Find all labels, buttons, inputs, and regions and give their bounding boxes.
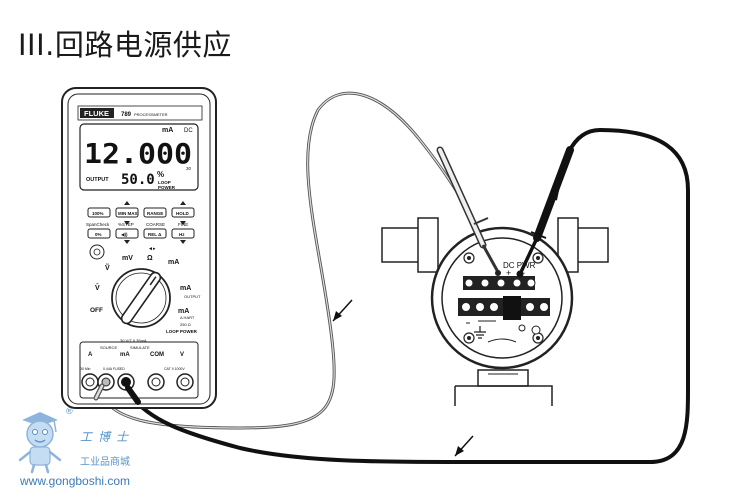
rotary-selector-dial[interactable] — [111, 268, 171, 328]
button-row-1: 100% MIN MAX RANGE HOLD — [87, 201, 195, 225]
dial-diode: ◄▸ — [148, 246, 156, 252]
test-lead-black — [128, 127, 691, 464]
label-coarse: COARSE — [146, 222, 165, 227]
dial-v-ac: Ṽ — [105, 263, 110, 272]
probe-red — [436, 146, 501, 276]
dial-ma-top: mA — [168, 259, 179, 266]
main-reading: 12.000 — [84, 137, 192, 170]
button-0-percent[interactable] — [87, 228, 111, 239]
current-arrow-red — [332, 299, 353, 322]
watermark-mascot-icon — [18, 412, 62, 474]
jack-rating: 30 V/T 0.35mA — [120, 338, 147, 343]
dial-ohm: Ω — [147, 255, 153, 262]
svg-text:MIN MAX: MIN MAX — [118, 211, 138, 216]
svg-text:HOLD: HOLD — [176, 211, 189, 216]
brand-logo: FLUKE — [84, 109, 109, 118]
power-label: POWER — [158, 185, 176, 190]
transmitter: DC PWR + − — [381, 217, 609, 406]
svg-text:◀)): ◀)) — [121, 232, 128, 237]
svg-text:0%: 0% — [95, 232, 102, 237]
watermark-brand: 工博士 — [80, 430, 135, 444]
jack-v[interactable] — [147, 373, 165, 391]
secondary-unit: % — [157, 170, 164, 179]
dial-v-dc: V̄ — [95, 283, 100, 292]
dial-off: OFF — [90, 307, 103, 314]
plus-label: + — [506, 268, 511, 278]
button-hold[interactable] — [171, 207, 195, 218]
model-number: 789 — [121, 112, 132, 118]
button-min-max[interactable] — [115, 207, 139, 218]
range-indicator: 30 — [186, 166, 192, 171]
dial-loop-power: LOOP POWER — [166, 329, 198, 334]
dial-250: 250 Ω — [180, 322, 191, 327]
source-label: SOURCE — [100, 345, 117, 350]
watermark-registered: ® — [66, 406, 73, 416]
dial-ma-right: mA — [180, 285, 191, 292]
svg-text:RANGE: RANGE — [147, 211, 163, 216]
loop-label: LOOP — [158, 180, 171, 185]
jack-v-label: V — [180, 352, 184, 358]
model-sub: PROCESSMETER — [134, 112, 168, 117]
watermark-subtitle: 工业品商城 — [80, 457, 130, 468]
current-arrow-black — [454, 435, 474, 457]
jack-a-label: A — [88, 352, 93, 358]
backlight-icon[interactable] — [89, 244, 105, 260]
multimeter: FLUKE 789 PROCESSMETER 12.000 mA DC 30 O… — [61, 87, 217, 409]
label-percent-step: %STEP — [118, 222, 134, 227]
jack-v-plus[interactable] — [176, 373, 194, 391]
secondary-reading: 50.0 — [121, 172, 155, 188]
amp-spec: 30 Min — [80, 367, 91, 371]
button-rel[interactable] — [143, 228, 167, 239]
cat-label: CAT II 1000V — [164, 367, 185, 371]
button-hz[interactable] — [171, 228, 195, 239]
probe-black — [516, 146, 574, 278]
simulate-label: SIMULATE — [130, 345, 150, 350]
terminal-plus — [496, 278, 506, 288]
dc-pwr-label: DC PWR — [503, 261, 536, 270]
label-fine: FINE — [178, 222, 188, 227]
jack-ma-label: mA — [120, 352, 130, 358]
button-beeper[interactable] — [115, 228, 139, 239]
svg-text:Hz: Hz — [179, 232, 185, 237]
watermark-url: www.gongboshi.com — [20, 474, 131, 488]
lcd-display — [79, 123, 199, 191]
svg-text:100%: 100% — [92, 211, 104, 216]
jack-a[interactable] — [81, 373, 99, 391]
button-row-2: 0% ◀)) REL Δ Hz — [87, 228, 195, 244]
button-range[interactable] — [143, 207, 167, 218]
dc-indicator: DC — [184, 128, 193, 134]
label-spancheck: SpanCheck — [86, 222, 110, 227]
button-100-percent[interactable] — [87, 207, 111, 218]
terminal-minus — [512, 278, 522, 288]
dial-mv: mV — [122, 255, 133, 262]
dial-output: OUTPUT — [184, 294, 201, 299]
svg-text:REL Δ: REL Δ — [148, 232, 162, 237]
fused-label: 0.44A FUSED — [103, 367, 125, 371]
page-title: III.回路电源供应 — [18, 28, 232, 62]
output-label: OUTPUT — [86, 177, 109, 183]
jack-com-label: COM — [150, 352, 164, 358]
lower-terminal-row — [458, 296, 550, 324]
dial-ma-source: mA — [178, 308, 189, 315]
dial-hart: A HART — [180, 315, 195, 320]
main-unit: mA — [162, 127, 173, 134]
upper-terminal-row — [463, 276, 536, 290]
